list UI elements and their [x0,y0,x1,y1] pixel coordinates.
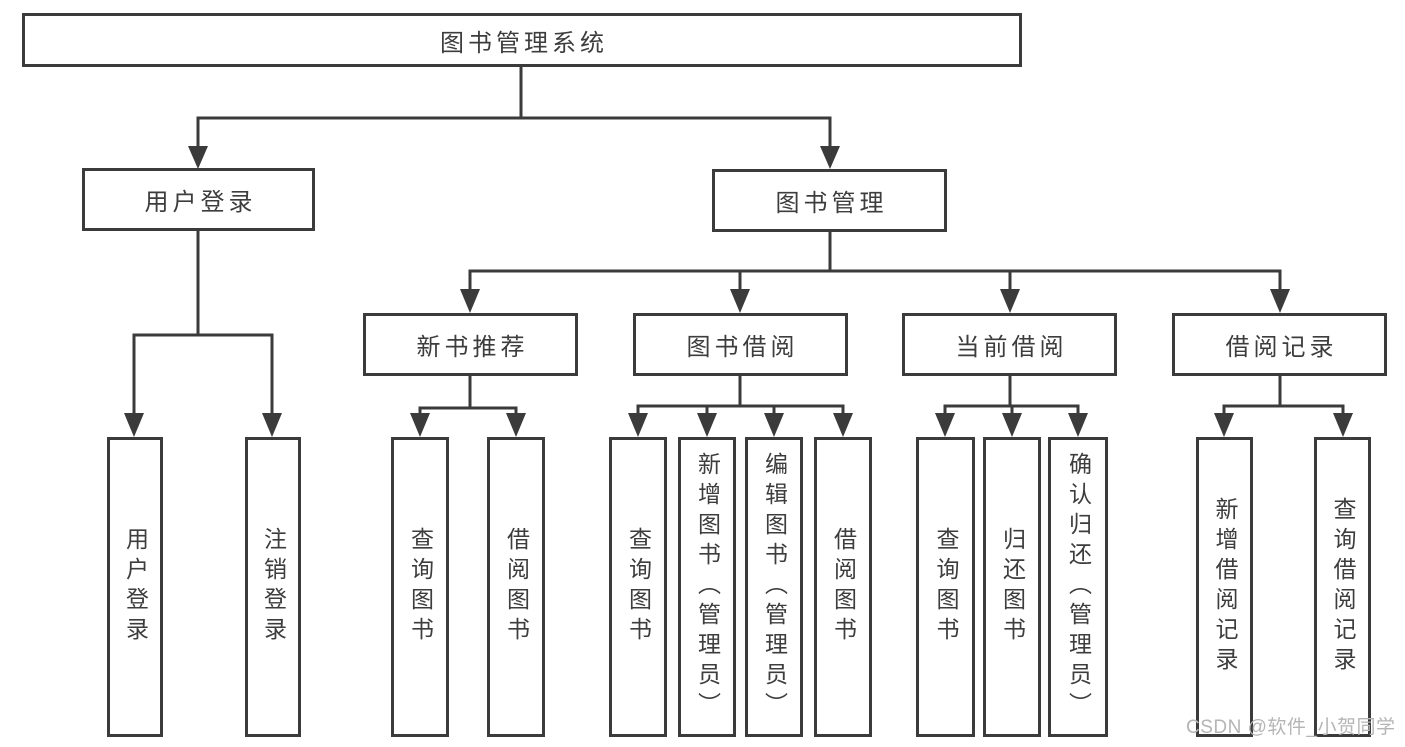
node-leaf-add-book-admin: 新增图书（管理员） [678,437,736,737]
node-leaf-edit-book-admin: 编辑图书（管理员） [745,437,803,737]
node-leaf-confirm-return-admin: 确认归还（管理员） [1048,437,1108,737]
connector-root [196,67,832,150]
node-library-management-system: 图书管理系统 [22,13,1022,67]
node-new-book-recommend: 新书推荐 [363,313,578,376]
node-current-borrow: 当前借阅 [902,313,1117,376]
node-leaf-query-borrow-record: 查询借阅记录 [1314,437,1371,737]
node-leaf-borrow-books-2: 借阅图书 [814,437,872,737]
node-book-management: 图书管理 [712,169,947,232]
node-leaf-add-borrow-record: 新增借阅记录 [1196,437,1253,737]
node-leaf-query-books-2: 查询图书 [609,437,667,737]
connector-book-borrow [636,376,845,420]
node-leaf-user-login: 用户登录 [107,437,163,737]
node-leaf-return-book: 归还图书 [983,437,1041,737]
connector-user-login [132,231,274,418]
node-leaf-query-books-3: 查询图书 [916,437,975,737]
connector-borrow-records [1222,376,1345,420]
node-book-borrow: 图书借阅 [633,313,848,376]
arrowheads [124,146,1353,437]
node-leaf-borrow-books-1: 借阅图书 [487,437,545,737]
node-leaf-logout: 注销登录 [245,437,301,737]
csdn-watermark: CSDN @软件_小贺同学 [1186,717,1396,738]
node-borrow-records: 借阅记录 [1172,313,1387,376]
node-user-login: 用户登录 [82,168,315,231]
node-leaf-query-books-1: 查询图书 [391,437,449,737]
connector-new-book-recommend [418,376,518,420]
connector-book-management [468,232,1282,295]
